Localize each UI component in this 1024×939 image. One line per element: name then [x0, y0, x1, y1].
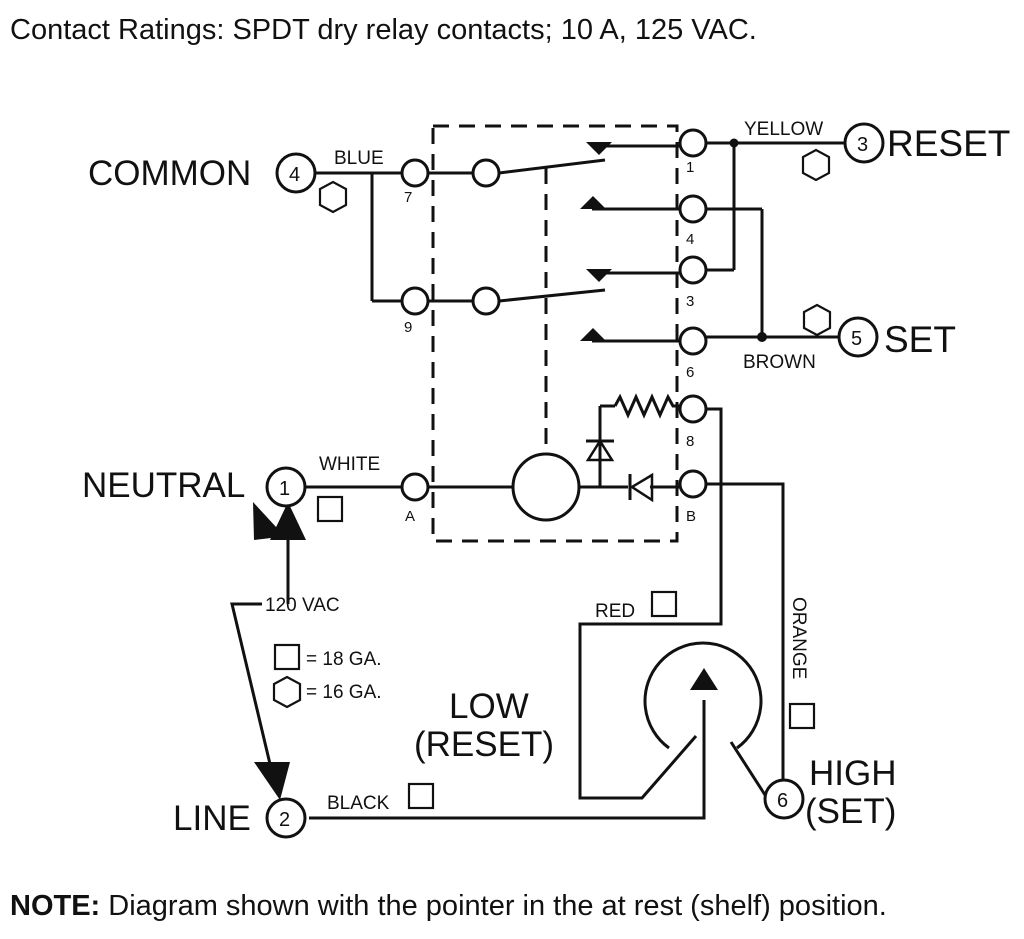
pin-label-6: 6	[686, 364, 694, 381]
wire-label-red: RED	[595, 601, 635, 622]
relay-pin-a	[400, 472, 430, 502]
legend-square-icon	[273, 643, 301, 671]
high-label: HIGH	[809, 754, 897, 793]
wire-label-blue: BLUE	[334, 148, 384, 169]
terminal-set: 5	[837, 316, 879, 358]
low-label: LOW	[449, 687, 529, 726]
legend-hexagon-text: = 16 GA.	[306, 682, 382, 703]
legend-hexagon-icon	[272, 675, 302, 709]
pin-label-7: 7	[404, 189, 412, 206]
high-set-label: (SET)	[805, 792, 896, 831]
svg-text:4: 4	[289, 164, 300, 186]
reset-label: RESET	[887, 123, 1010, 164]
relay-pin-8	[678, 394, 708, 424]
note-text: NOTE: Diagram shown with the pointer in …	[10, 890, 887, 923]
relay-pin-9	[400, 286, 430, 316]
square-18ga-icon	[650, 590, 678, 618]
svg-text:2: 2	[279, 809, 290, 831]
pin-label-8: 8	[686, 433, 694, 450]
thermostat-dial	[643, 641, 763, 750]
note-body: Diagram shown with the pointer in the at…	[108, 890, 887, 922]
voltage-label: 120 VAC	[265, 595, 340, 616]
svg-text:3: 3	[857, 134, 868, 156]
relay-pin-6	[678, 326, 708, 356]
wire-label-orange: ORANGE	[788, 597, 809, 679]
pin-label-b: B	[686, 508, 696, 525]
pin-label-1: 1	[686, 159, 694, 176]
legend-square-text: = 18 GA.	[306, 649, 382, 670]
svg-text:5: 5	[851, 328, 862, 350]
svg-text:1: 1	[279, 478, 290, 500]
relay-enclosure	[431, 124, 679, 543]
terminal-neutral: 1	[265, 466, 307, 508]
terminal-common: 4	[275, 152, 317, 194]
relay-pin-7	[400, 158, 430, 188]
wire-label-white: WHITE	[319, 454, 380, 475]
wire-label-yellow: YELLOW	[744, 119, 823, 140]
relay-pin-3	[678, 255, 708, 285]
pin-label-4: 4	[686, 231, 694, 248]
pointer-arrow	[690, 668, 718, 690]
contact-ratings-text: Contact Ratings: SPDT dry relay contacts…	[10, 14, 757, 46]
pin-label-a: A	[405, 508, 415, 525]
pin-label-9: 9	[404, 319, 412, 336]
terminal-line: 2	[265, 797, 307, 839]
svg-text:6: 6	[777, 790, 788, 812]
relay-pin-1	[678, 128, 708, 158]
hexagon-16ga-icon	[801, 148, 831, 182]
relay-coil	[511, 452, 581, 522]
square-18ga-icon	[316, 495, 344, 523]
set-label: SET	[884, 319, 956, 360]
note-label: NOTE:	[10, 890, 101, 922]
hexagon-16ga-icon	[318, 180, 348, 214]
terminal-high: 6	[763, 778, 805, 820]
common-label: COMMON	[88, 154, 251, 193]
wire-label-black: BLACK	[327, 793, 390, 814]
relay-pin-b	[678, 469, 708, 499]
terminal-reset: 3	[843, 122, 885, 164]
square-18ga-icon	[407, 782, 435, 810]
wire-label-brown: BROWN	[743, 352, 816, 373]
relay-pin-4	[678, 194, 708, 224]
neutral-label: NEUTRAL	[82, 466, 245, 505]
line-label: LINE	[173, 799, 251, 838]
hexagon-16ga-icon	[802, 303, 832, 337]
pin-label-3: 3	[686, 293, 694, 310]
low-reset-label: (RESET)	[414, 725, 554, 764]
square-18ga-icon	[788, 702, 816, 730]
